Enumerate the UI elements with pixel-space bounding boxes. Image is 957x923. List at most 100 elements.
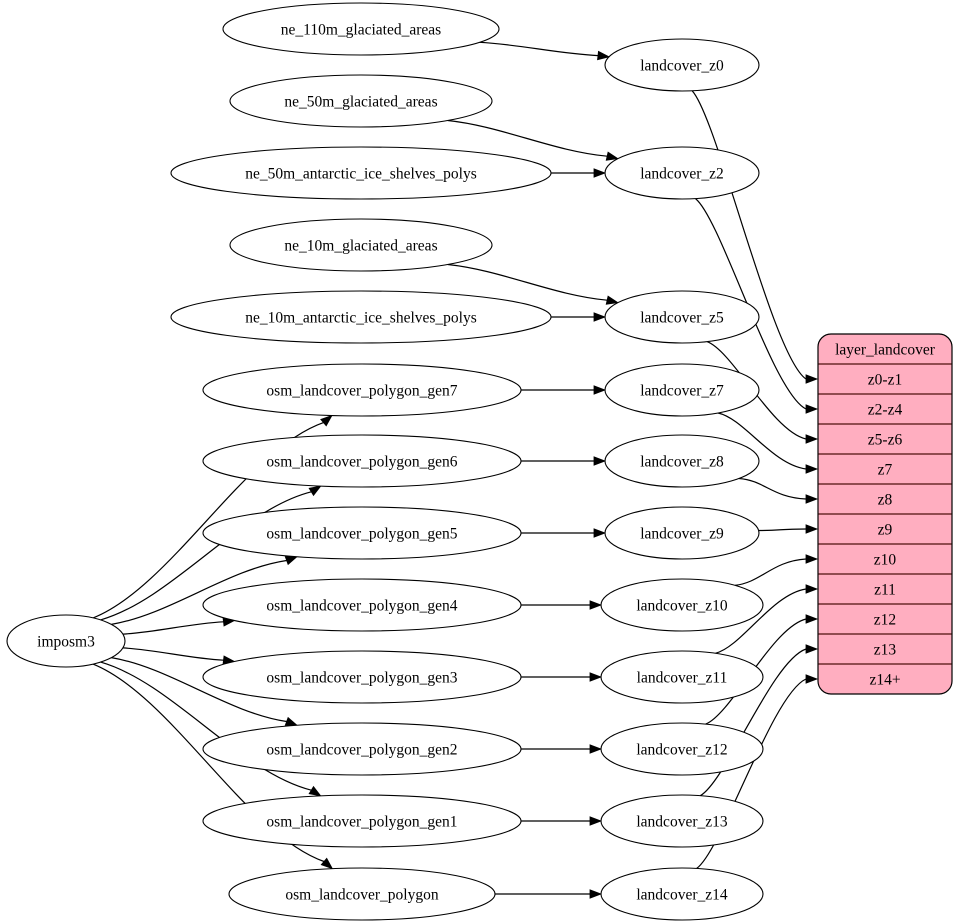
node-osm_landcover_polygon_gen5[interactable]: osm_landcover_polygon_gen5 (202, 506, 522, 560)
node-label-osm_landcover_polygon_gen7: osm_landcover_polygon_gen7 (266, 383, 457, 400)
layer-table-row-z2-z4[interactable]: z2-z4 (868, 402, 903, 419)
node-landcover_z13[interactable]: landcover_z13 (600, 794, 764, 848)
edge-arrowhead (593, 385, 607, 395)
node-shape-ne_110m_glaciated_areas (222, 2, 500, 56)
edge-imposm3-to-osm_landcover_polygon_gen5 (111, 559, 287, 625)
node-osm_landcover_polygon_gen4[interactable]: osm_landcover_polygon_gen4 (202, 578, 522, 632)
node-label-landcover_z7: landcover_z7 (640, 383, 724, 400)
layer-table-row-z14+[interactable]: z14+ (869, 672, 900, 689)
edge-landcover_z13-to-z13 (700, 648, 807, 797)
edge-arrowhead (805, 434, 819, 444)
node-label-landcover_z12: landcover_z12 (636, 742, 727, 759)
node-ne_110m_glaciated_areas[interactable]: ne_110m_glaciated_areas (222, 2, 500, 56)
node-label-landcover_z5: landcover_z5 (640, 310, 724, 327)
node-label-osm_landcover_polygon_gen3: osm_landcover_polygon_gen3 (266, 670, 457, 687)
edge-landcover_z10-to-z10 (734, 558, 807, 586)
node-label-osm_landcover_polygon_gen4: osm_landcover_polygon_gen4 (266, 598, 457, 615)
node-shape-osm_landcover_polygon_gen6 (202, 434, 522, 488)
edge-ne_110m_glaciated_areas-to-landcover_z0 (479, 41, 599, 57)
edge-arrowhead (805, 674, 819, 684)
node-osm_landcover_polygon[interactable]: osm_landcover_polygon (228, 867, 496, 921)
edge-arrowhead (805, 554, 819, 564)
edge-arrowhead (805, 584, 819, 594)
node-imposm3[interactable]: imposm3 (6, 614, 126, 668)
node-landcover_z10[interactable]: landcover_z10 (600, 578, 764, 632)
node-shape-osm_landcover_polygon_gen2 (202, 722, 522, 776)
edge-arrowhead (805, 644, 819, 654)
layer-table-header-label: layer_landcover (835, 342, 936, 359)
node-shape-imposm3 (6, 614, 126, 668)
layer-table-row-z8[interactable]: z8 (878, 492, 893, 509)
edge-landcover_z0-to-z0-z1 (691, 90, 807, 380)
node-label-imposm3: imposm3 (37, 634, 95, 651)
node-landcover_z7[interactable]: landcover_z7 (604, 363, 760, 417)
edge-arrowhead (308, 785, 322, 797)
layer-table-row-z10[interactable]: z10 (874, 552, 897, 569)
node-label-landcover_z14: landcover_z14 (636, 887, 727, 904)
layer-table-row-z12[interactable]: z12 (874, 612, 896, 629)
nodes-layer: imposm3 ne_110m_glaciated_areas ne_50m_gla… (6, 2, 764, 921)
node-landcover_z5[interactable]: landcover_z5 (604, 290, 760, 344)
node-landcover_z8[interactable]: landcover_z8 (604, 434, 760, 488)
edge-arrowhead (320, 857, 334, 870)
layer-table-row-z5-z6[interactable]: z5-z6 (868, 432, 903, 449)
node-landcover_z9[interactable]: landcover_z9 (604, 506, 760, 560)
edge-landcover_z7-to-z7 (717, 412, 807, 470)
node-label-osm_landcover_polygon: osm_landcover_polygon (285, 887, 439, 904)
node-landcover_z11[interactable]: landcover_z11 (600, 650, 764, 704)
edge-arrowhead (284, 556, 299, 566)
edge-arrowhead (589, 600, 603, 610)
edge-arrowhead (284, 716, 299, 726)
layer-table-row-z7[interactable]: z7 (878, 462, 893, 479)
edge-imposm3-to-osm_landcover_polygon (92, 663, 325, 863)
edge-arrowhead (805, 614, 819, 624)
node-shape-osm_landcover_polygon_gen4 (202, 578, 522, 632)
node-label-osm_landcover_polygon_gen2: osm_landcover_polygon_gen2 (266, 742, 457, 759)
edge-arrowhead (589, 744, 603, 754)
node-landcover_z14[interactable]: landcover_z14 (600, 867, 764, 921)
node-shape-landcover_z12 (600, 722, 764, 776)
node-shape-osm_landcover_polygon_gen5 (202, 506, 522, 560)
node-osm_landcover_polygon_gen2[interactable]: osm_landcover_polygon_gen2 (202, 722, 522, 776)
node-shape-ne_50m_glaciated_areas (229, 74, 493, 128)
node-osm_landcover_polygon_gen6[interactable]: osm_landcover_polygon_gen6 (202, 434, 522, 488)
node-shape-landcover_z13 (600, 794, 764, 848)
edge-arrowhead (589, 672, 603, 682)
node-landcover_z2[interactable]: landcover_z2 (604, 146, 760, 200)
layer-table-row-z11[interactable]: z11 (874, 582, 896, 599)
node-label-osm_landcover_polygon_gen1: osm_landcover_polygon_gen1 (266, 814, 457, 831)
node-label-landcover_z2: landcover_z2 (640, 166, 724, 183)
node-osm_landcover_polygon_gen3[interactable]: osm_landcover_polygon_gen3 (202, 650, 522, 704)
node-label-ne_10m_glaciated_areas: ne_10m_glaciated_areas (284, 238, 437, 255)
edge-arrowhead (805, 404, 819, 414)
edge-arrowhead (589, 816, 603, 826)
node-ne_50m_glaciated_areas[interactable]: ne_50m_glaciated_areas (229, 74, 493, 128)
node-shape-osm_landcover_polygon (228, 867, 496, 921)
node-osm_landcover_polygon_gen7[interactable]: osm_landcover_polygon_gen7 (202, 363, 522, 417)
node-landcover_z12[interactable]: landcover_z12 (600, 722, 764, 776)
node-shape-osm_landcover_polygon_gen7 (202, 363, 522, 417)
layer-table-row-z0-z1[interactable]: z0-z1 (868, 372, 902, 389)
layer-table-row-z13[interactable]: z13 (874, 642, 897, 659)
node-shape-osm_landcover_polygon_gen3 (202, 650, 522, 704)
node-osm_landcover_polygon_gen1[interactable]: osm_landcover_polygon_gen1 (202, 794, 522, 848)
layer-landcover-table[interactable]: layer_landcover z0-z1 z2-z4 z5-z6 z7 z8 z9 z10 z… (817, 333, 953, 695)
edge-landcover_z11-to-z11 (715, 588, 807, 654)
edge-arrowhead (308, 485, 322, 497)
edge-arrowhead (593, 528, 607, 538)
layer-table-row-z9[interactable]: z9 (878, 522, 893, 539)
node-label-landcover_z9: landcover_z9 (640, 526, 724, 543)
node-shape-landcover_z2 (604, 146, 760, 200)
node-ne_10m_antarctic_ice_shelves_polys[interactable]: ne_10m_antarctic_ice_shelves_polys (170, 290, 552, 344)
node-ne_10m_glaciated_areas[interactable]: ne_10m_glaciated_areas (229, 218, 493, 272)
edge-arrowhead (593, 312, 607, 322)
edge-ne_50m_glaciated_areas-to-landcover_z2 (447, 119, 608, 157)
node-shape-ne_50m_antarctic_ice_shelves_polys (170, 146, 552, 200)
edge-arrowhead (805, 374, 819, 384)
node-shape-landcover_z8 (604, 434, 760, 488)
node-ne_50m_antarctic_ice_shelves_polys[interactable]: ne_50m_antarctic_ice_shelves_polys (170, 146, 552, 200)
node-landcover_z0[interactable]: landcover_z0 (604, 38, 760, 92)
edge-arrowhead (597, 50, 611, 61)
node-shape-landcover_z0 (604, 38, 760, 92)
